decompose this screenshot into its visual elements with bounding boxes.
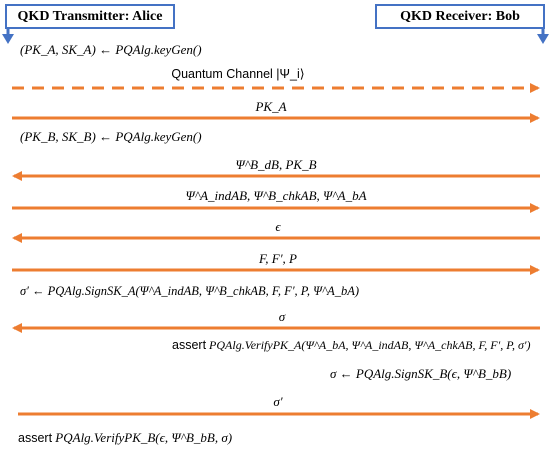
alice-box: QKD Transmitter: Alice [5,4,175,29]
alice-assert-keyword: assert [18,431,53,445]
pk-a-label: PK_A [255,99,287,114]
bob-verify-step: assert PQAlg.VerifyPK_A(Ψ^A_bA, Ψ^A_indA… [172,337,531,353]
alice-verify-step: assert PQAlg.VerifyPK_B(ϵ, Ψ^B_bB, σ) [18,430,232,446]
alice-sign-step: σ′ ← PQAlg.SignSK_A(Ψ^A_indAB, Ψ^B_chkAB… [20,284,360,298]
bob-assert-keyword: assert [172,338,207,352]
psi-ind-chk-ba-label: Ψ^A_indAB, Ψ^B_chkAB, Ψ^A_bA [185,188,367,203]
bob-down-arrow-icon [537,34,549,44]
bob-sign-step: σ ← PQAlg.SignSK_B(ϵ, Ψ^B_bB) [330,366,512,381]
sigma-label: σ [278,309,286,324]
alice-title: QKD Transmitter: Alice [17,8,163,24]
psi-db-pk-b-label: Ψ^B_dB, PK_B [235,157,317,172]
bob-box: QKD Receiver: Bob [375,4,545,29]
alice-keygen-step: (PK_A, SK_A) ← PQAlg.keyGen() [20,42,202,57]
alice-verify-expression: PQAlg.VerifyPK_B(ϵ, Ψ^B_bB, σ) [55,430,233,445]
sigma-prime-label: σ′ [273,394,283,409]
bob-keygen-step: (PK_B, SK_B) ← PQAlg.keyGen() [20,129,202,144]
alice-down-arrow-icon [2,34,14,44]
f-fprime-p-label: F, F′, P [259,251,297,266]
bob-verify-expression: PQAlg.VerifyPK_A(Ψ^A_bA, Ψ^A_indAB, Ψ^A_… [209,338,531,352]
quantum-channel-label: Quantum Channel |Ψ_i⟩ [171,67,305,81]
bob-title: QKD Receiver: Bob [400,8,520,24]
epsilon-label: ϵ [275,219,281,234]
